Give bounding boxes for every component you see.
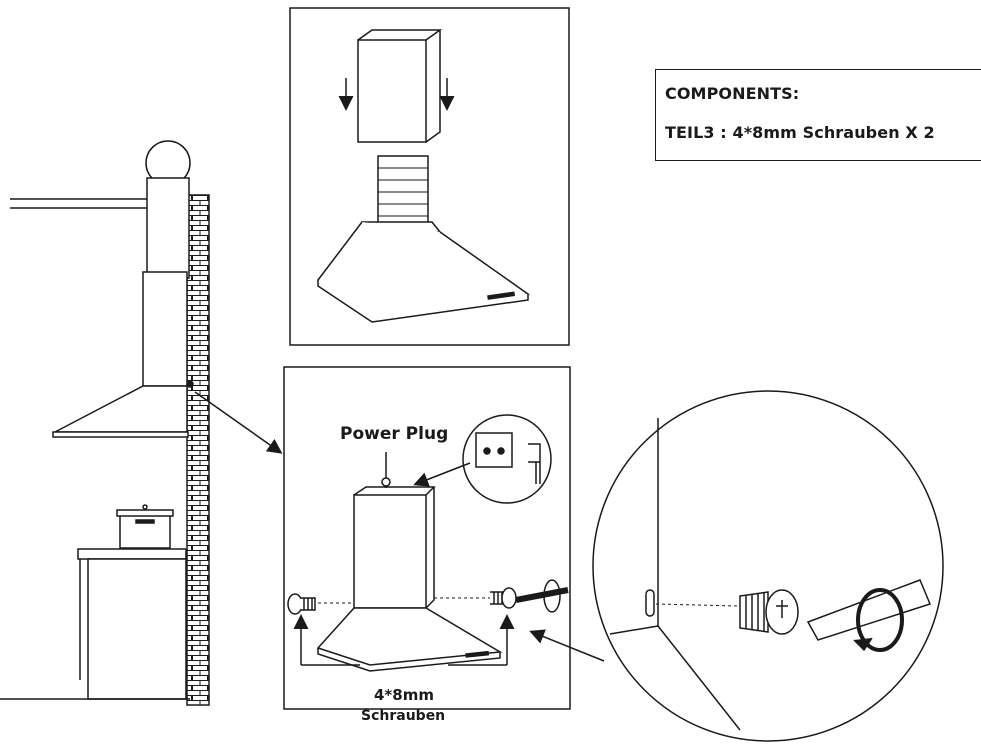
socket-hole-left bbox=[483, 447, 491, 455]
pot-lid bbox=[116, 509, 174, 517]
control-strip bbox=[487, 291, 516, 300]
hood-canopy-mid bbox=[316, 607, 503, 666]
panel-frame-top bbox=[289, 7, 570, 346]
screwdriver-mid bbox=[515, 579, 569, 613]
hood-chimney-mid-top bbox=[353, 486, 436, 609]
pot-handle bbox=[135, 519, 155, 524]
panel-frame-bottom bbox=[283, 366, 571, 710]
upper-chimney-top bbox=[357, 29, 443, 143]
cabinet-body bbox=[87, 558, 187, 700]
canopy-rim bbox=[317, 280, 529, 323]
components-box: COMPONENTS: TEIL3 : 4*8mm Schrauben X 2 bbox=[655, 69, 981, 161]
power-cord-plug bbox=[381, 477, 391, 487]
hood-canopy bbox=[54, 385, 188, 433]
detail-pointer-arrow bbox=[529, 629, 605, 662]
hood-chimney-mid bbox=[353, 494, 427, 609]
cooking-pot bbox=[119, 513, 171, 549]
wall-socket bbox=[475, 432, 513, 468]
magnified-detail bbox=[592, 390, 944, 742]
screwdriver-magnified bbox=[806, 579, 932, 652]
hood-bottom-rim bbox=[52, 431, 189, 438]
power-plug-label: Power Plug bbox=[340, 424, 449, 444]
wall-mount-point bbox=[186, 380, 194, 388]
screw-size-label: 4*8mm bbox=[374, 686, 434, 704]
plug-pointer-arrow bbox=[413, 462, 471, 487]
lid-knob bbox=[142, 504, 148, 510]
screw-magnified bbox=[739, 589, 799, 635]
wall-edge-diagonal bbox=[609, 625, 659, 635]
floor-edge-diagonal bbox=[657, 625, 741, 731]
hood-chimney bbox=[142, 271, 188, 387]
chimney-assembly-panel bbox=[289, 7, 570, 346]
wall-scene bbox=[0, 140, 283, 706]
slot-guide bbox=[655, 603, 739, 607]
pointer-arrow-to-detail bbox=[194, 391, 283, 454]
screw-left bbox=[287, 593, 316, 615]
hood-canopy-mid-rim bbox=[317, 648, 501, 672]
screw-right bbox=[490, 587, 517, 609]
screw-mounting-panel bbox=[283, 366, 605, 710]
brick-wall bbox=[186, 194, 210, 706]
magnifier-circle bbox=[592, 390, 944, 742]
exhaust-pipe bbox=[146, 177, 190, 279]
mounting-slot bbox=[645, 589, 655, 617]
upper-chimney-section bbox=[357, 39, 427, 143]
plug-icon bbox=[528, 443, 541, 484]
screw-word-label: Schrauben bbox=[361, 708, 446, 724]
components-item: TEIL3 : 4*8mm Schrauben X 2 bbox=[665, 123, 935, 142]
countertop bbox=[77, 548, 187, 560]
socket-hole-right bbox=[497, 447, 505, 455]
components-title: COMPONENTS: bbox=[665, 84, 800, 103]
control-strip-mid bbox=[465, 650, 490, 658]
